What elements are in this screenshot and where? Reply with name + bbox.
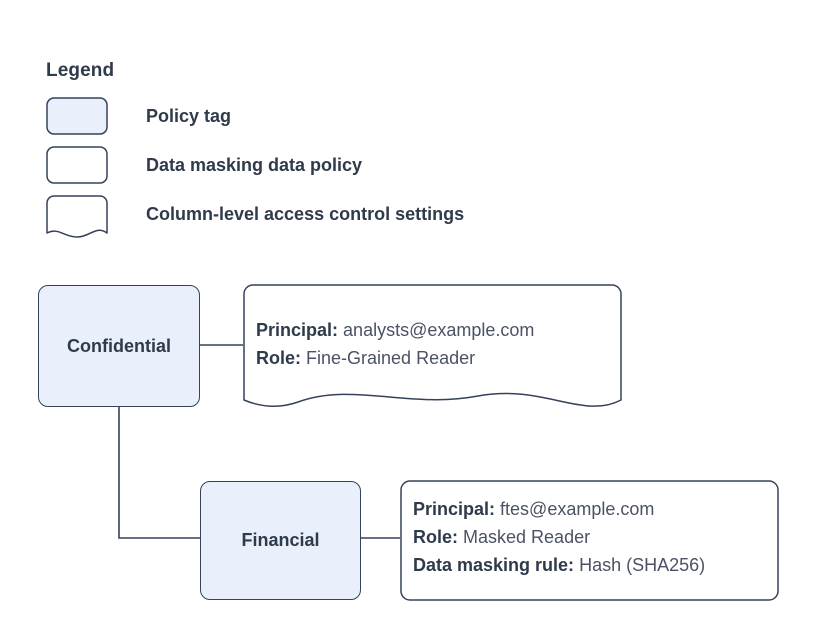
- callout-shape-document: [243, 284, 622, 407]
- edge-confidential-to-financial: [118, 407, 200, 539]
- callout-line: Role: Fine-Grained Reader: [256, 344, 534, 372]
- column-access-settings-swatch-icon: [46, 195, 108, 238]
- node-confidential[interactable]: Confidential: [38, 285, 200, 407]
- callout-line-value: Fine-Grained Reader: [306, 348, 476, 368]
- callout-line: Principal: ftes@example.com: [413, 495, 705, 523]
- legend-item-policy-tag: Policy tag: [46, 97, 231, 135]
- callout-line: Principal: analysts@example.com: [256, 316, 534, 344]
- callout-line-value: ftes@example.com: [500, 499, 655, 519]
- callout-line: Data masking rule: Hash (SHA256): [413, 551, 705, 579]
- callout-line-value: analysts@example.com: [343, 320, 535, 340]
- callout-shape-rect: [400, 480, 779, 601]
- callout-line-key: Data masking rule:: [413, 555, 575, 575]
- policy-tag-swatch-icon: [46, 97, 108, 135]
- callout-line-key: Principal:: [256, 320, 339, 340]
- node-label: Financial: [241, 530, 320, 550]
- node-financial[interactable]: Financial: [200, 481, 361, 600]
- legend-title: Legend: [46, 60, 115, 81]
- data-masking-policy-swatch-icon: [46, 146, 108, 184]
- legend-item-data-masking-policy: Data masking data policy: [46, 146, 362, 184]
- legend-item-column-level-access: Column-level access control settings: [46, 195, 465, 238]
- callout-line-key: Role:: [413, 527, 458, 547]
- callout-line: Role: Masked Reader: [413, 523, 705, 551]
- legend-item-label: Column-level access control settings: [146, 203, 465, 224]
- legend-item-label: Data masking data policy: [146, 154, 363, 175]
- callout-text: Principal: analysts@example.com Role: Fi…: [256, 316, 534, 372]
- callout-financial-masking[interactable]: Principal: ftes@example.com Role: Masked…: [400, 480, 779, 601]
- callout-text: Principal: ftes@example.com Role: Masked…: [413, 495, 705, 579]
- callout-line-key: Principal:: [413, 499, 496, 519]
- legend-item-label: Policy tag: [146, 105, 232, 126]
- callout-line-value: Hash (SHA256): [579, 555, 706, 575]
- callout-line-key: Role:: [256, 348, 301, 368]
- node-label: Confidential: [67, 335, 171, 356]
- callout-confidential-access[interactable]: Principal: analysts@example.com Role: Fi…: [243, 284, 622, 414]
- callout-line-value: Masked Reader: [463, 527, 591, 547]
